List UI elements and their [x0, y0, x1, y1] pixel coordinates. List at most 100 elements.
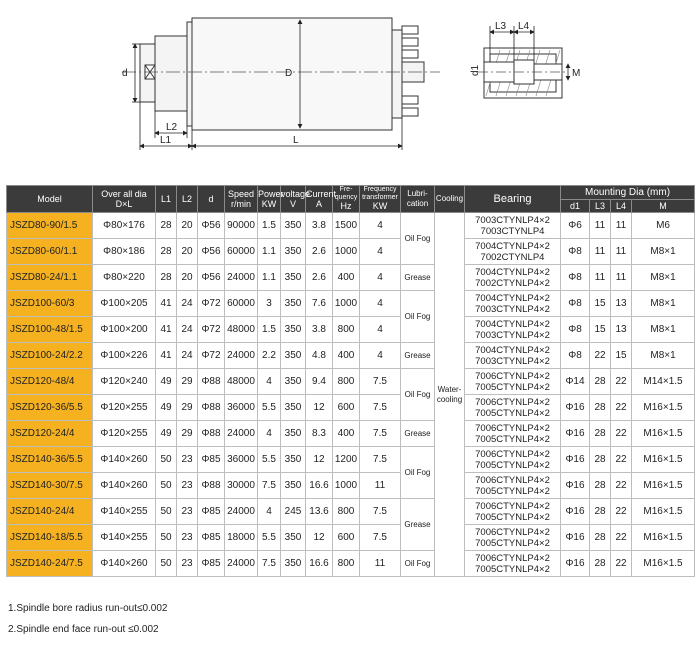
lubrication-cell: Oil Fog	[400, 290, 435, 343]
d1-cell: Φ16	[560, 420, 590, 447]
d1-cell: Φ8	[560, 238, 590, 265]
model-cell: JSZD140-18/5.5	[6, 524, 93, 551]
d1-cell: Φ8	[560, 316, 590, 343]
bearing-line: 7004CTYNLP4×2	[475, 292, 550, 304]
note-1: 1.Spindle bore radius run-out≤0.002	[8, 603, 168, 614]
model-cell: JSZD140-36/5.5	[6, 446, 93, 473]
model-cell: JSZD80-24/1.1	[6, 264, 93, 291]
current-cell: 12	[305, 524, 333, 551]
dim-L4-label: L4	[518, 21, 530, 32]
volt-cell: 350	[280, 420, 306, 447]
volt-cell: 350	[280, 342, 306, 369]
L1-cell: 28	[155, 238, 177, 265]
L3-cell: 28	[589, 550, 611, 577]
bearing-line: 7005CTYNLP4×2	[475, 433, 550, 445]
spindle-side-view	[139, 17, 425, 131]
d1-cell: Φ8	[560, 290, 590, 317]
dl-cell: Φ140×260	[92, 550, 156, 577]
note-2: 2.Spindle end face run-out ≤0.002	[8, 624, 159, 635]
bearing-line: 7006CTYNLP4×2	[475, 500, 550, 512]
speed-cell: 24000	[224, 342, 258, 369]
bearing-line: 7004CTYNLP4×2	[475, 318, 550, 330]
M-cell: M16×1.5	[630, 446, 696, 473]
speed-cell: 24000	[224, 550, 258, 577]
dl-cell: Φ100×200	[92, 316, 156, 343]
L4-cell: 11	[610, 212, 632, 239]
power-cell: 1.1	[257, 264, 281, 291]
L2-cell: 29	[176, 394, 198, 421]
L3-cell: 11	[589, 238, 611, 265]
bearing-line: 7002CTYNLP4	[480, 251, 545, 263]
spindle-drawing: D d L2 L1 L L3 L4 d1 M	[122, 17, 580, 150]
lubrication-cell: Oil Fog	[400, 446, 435, 499]
th-L1: L1	[155, 185, 177, 213]
bearing-line: 7003CTYNLP4×2	[475, 355, 550, 367]
d-cell: Φ88	[197, 420, 225, 447]
bearing-line: 7004CTYNLP4×2	[475, 344, 550, 356]
freq-cell: 1200	[332, 446, 360, 473]
volt-cell: 350	[280, 446, 306, 473]
L1-cell: 28	[155, 264, 177, 291]
L3-cell: 15	[589, 316, 611, 343]
model-cell: JSZD140-24/7.5	[6, 550, 93, 577]
L3-cell: 28	[589, 446, 611, 473]
th-bearing: Bearing	[464, 185, 561, 213]
dim-L-label: L	[293, 135, 299, 146]
freq-cell: 400	[332, 420, 360, 447]
trans-cell: 4	[359, 290, 401, 317]
power-cell: 5.5	[257, 446, 281, 473]
L3-cell: 28	[589, 498, 611, 525]
bearing-line: 7003CTYNLP4×2	[475, 303, 550, 315]
L4-cell: 11	[610, 238, 632, 265]
d-cell: Φ88	[197, 394, 225, 421]
dl-cell: Φ120×255	[92, 394, 156, 421]
M-cell: M16×1.5	[630, 472, 696, 499]
current-cell: 16.6	[305, 472, 333, 499]
bearing-line: 7006CTYNLP4×2	[475, 396, 550, 408]
d-cell: Φ88	[197, 368, 225, 395]
model-cell: JSZD120-24/4	[6, 420, 93, 447]
volt-cell: 350	[280, 472, 306, 499]
M-cell: M16×1.5	[630, 394, 696, 421]
L3-cell: 22	[589, 342, 611, 369]
L2-cell: 23	[176, 524, 198, 551]
speed-cell: 24000	[224, 420, 258, 447]
d-cell: Φ72	[197, 316, 225, 343]
L4-cell: 22	[610, 524, 632, 551]
trans-cell: 7.5	[359, 394, 401, 421]
d-cell: Φ85	[197, 524, 225, 551]
power-cell: 5.5	[257, 524, 281, 551]
bearing-line: 7005CTYNLP4×2	[475, 511, 550, 523]
cooling-line-2: cooling	[436, 394, 463, 404]
M-cell: M16×1.5	[630, 498, 696, 525]
dim-L2-label: L2	[166, 122, 178, 133]
L4-cell: 15	[610, 342, 632, 369]
volt-cell: 350	[280, 368, 306, 395]
speed-cell: 48000	[224, 368, 258, 395]
M-cell: M16×1.5	[630, 420, 696, 447]
freq-cell: 800	[332, 498, 360, 525]
M-cell: M14×1.5	[630, 368, 696, 395]
d-cell: Φ56	[197, 264, 225, 291]
trans-cell: 4	[359, 316, 401, 343]
volt-cell: 350	[280, 524, 306, 551]
M-cell: M8×1	[630, 264, 696, 291]
bearing-line: 7006CTYNLP4×2	[475, 552, 550, 564]
power-cell: 4	[257, 420, 281, 447]
d-cell: Φ88	[197, 472, 225, 499]
d1-cell: Φ16	[560, 550, 590, 577]
L4-cell: 22	[610, 550, 632, 577]
model-cell: JSZD140-30/7.5	[6, 472, 93, 499]
bearing-line: 7006CTYNLP4×2	[475, 526, 550, 538]
dl-cell: Φ100×226	[92, 342, 156, 369]
power-cell: 4	[257, 368, 281, 395]
bore-section-view	[478, 47, 568, 99]
model-cell: JSZD140-24/4	[6, 498, 93, 525]
M-cell: M16×1.5	[630, 524, 696, 551]
